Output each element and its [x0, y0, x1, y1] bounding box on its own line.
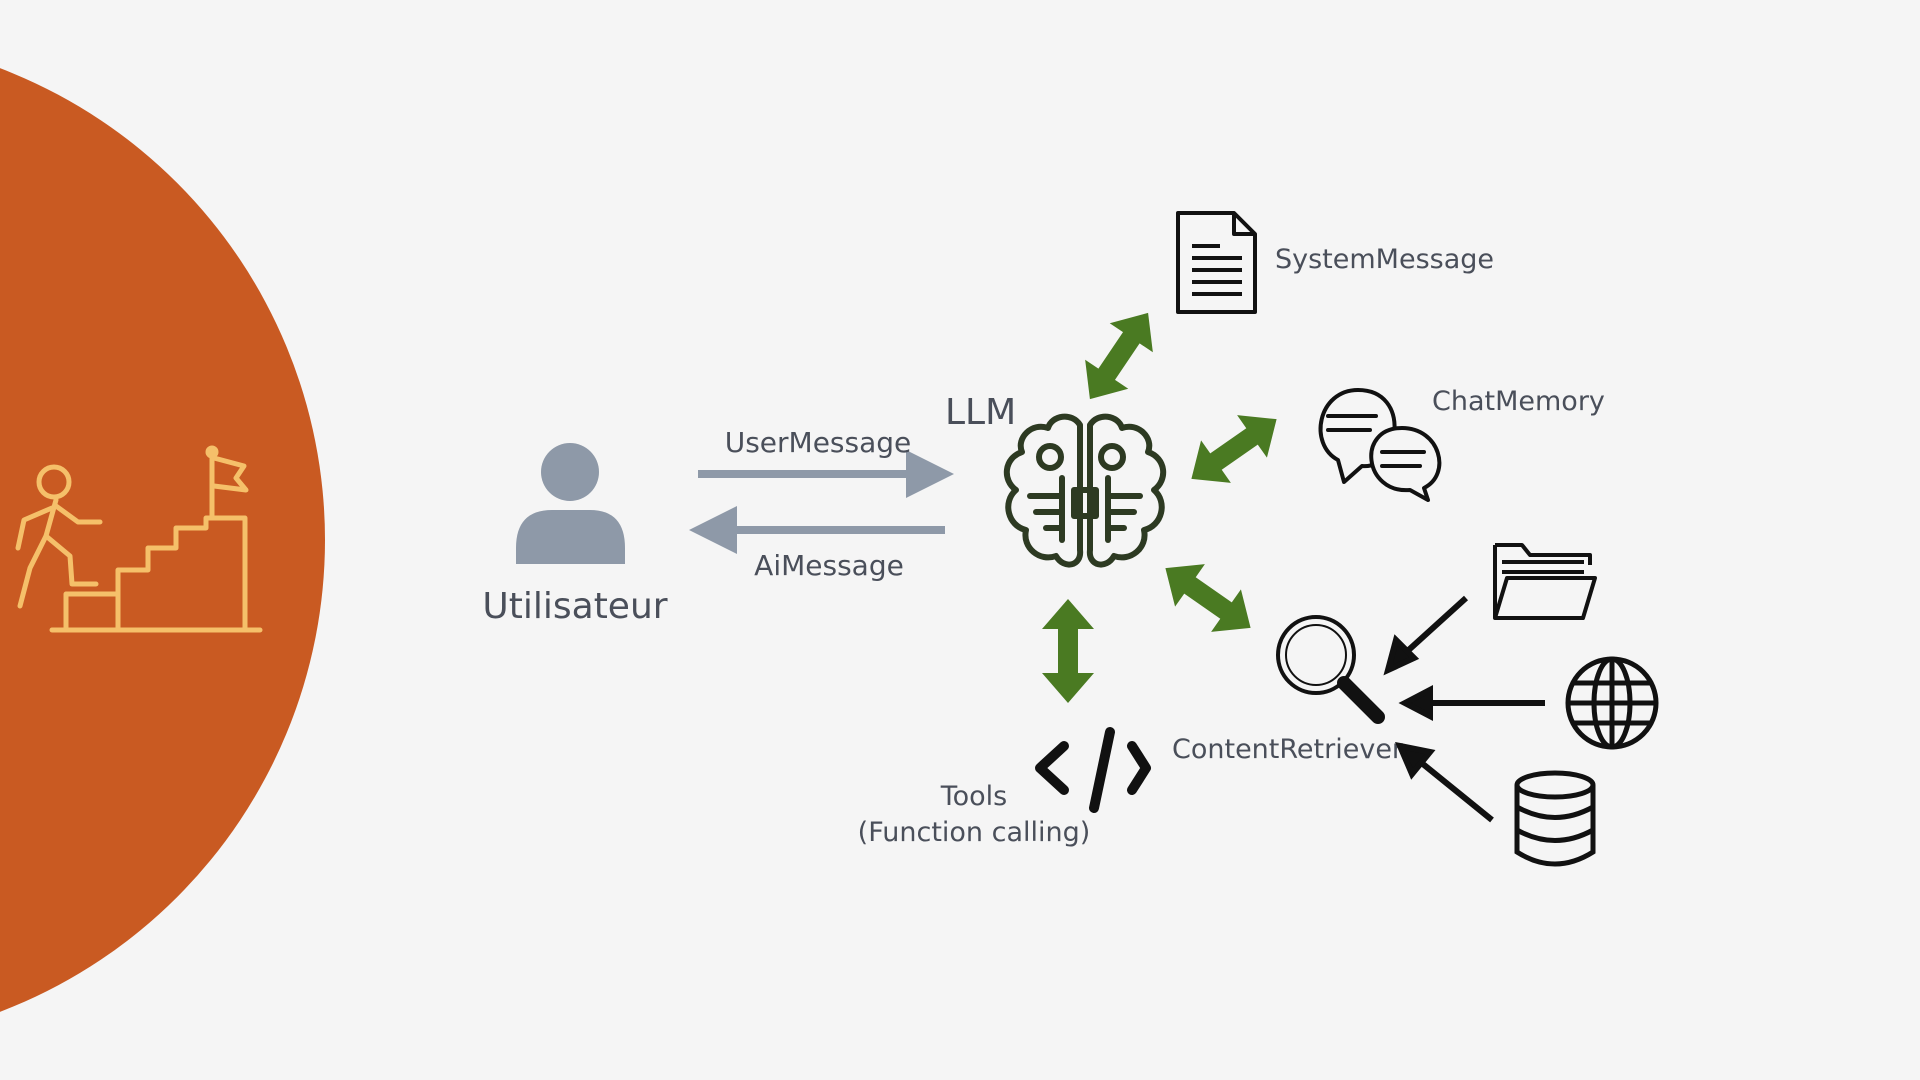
- stairs-flag-icon: [15, 445, 263, 633]
- arrow-llm-retriever: [1165, 564, 1251, 632]
- arrow-folder-retriever: [1399, 595, 1469, 659]
- arrow-db-retriever: [1416, 757, 1494, 823]
- bidirectional-arrows: [1042, 312, 1277, 703]
- system-message-label: SystemMessage: [1275, 244, 1494, 275]
- llm-label: LLM: [945, 392, 1016, 433]
- tools-label: Tools: [940, 781, 1008, 812]
- arrow-folder-head: [1383, 634, 1420, 676]
- brain-circuit-icon: [1004, 413, 1166, 568]
- arrow-web-head: [1398, 685, 1433, 721]
- user-message-label: UserMessage: [725, 426, 912, 459]
- database-icon: [1514, 770, 1596, 867]
- user-silhouette-icon: [516, 443, 625, 564]
- code-brackets-icon: [1035, 727, 1151, 813]
- chat-memory-label: ChatMemory: [1432, 386, 1605, 417]
- arrow-llm-system: [1085, 312, 1153, 400]
- source-arrows: [1383, 595, 1545, 823]
- accent-circle: [0, 68, 325, 1012]
- arrow-llm-tools: [1042, 599, 1094, 703]
- document-icon: [1176, 211, 1257, 314]
- arrow-db-head: [1394, 741, 1436, 780]
- ai-message-label: AiMessage: [754, 549, 904, 582]
- globe-icon: [1565, 656, 1659, 750]
- tools-sublabel: (Function calling): [858, 817, 1091, 848]
- content-retriever-label: ContentRetriever: [1172, 734, 1404, 765]
- user-label: Utilisateur: [482, 586, 667, 627]
- chat-bubbles-icon: [1318, 388, 1442, 502]
- magnifier-icon: [1276, 615, 1385, 724]
- arrow-llm-memory: [1191, 415, 1277, 483]
- folder-icon: [1493, 543, 1597, 620]
